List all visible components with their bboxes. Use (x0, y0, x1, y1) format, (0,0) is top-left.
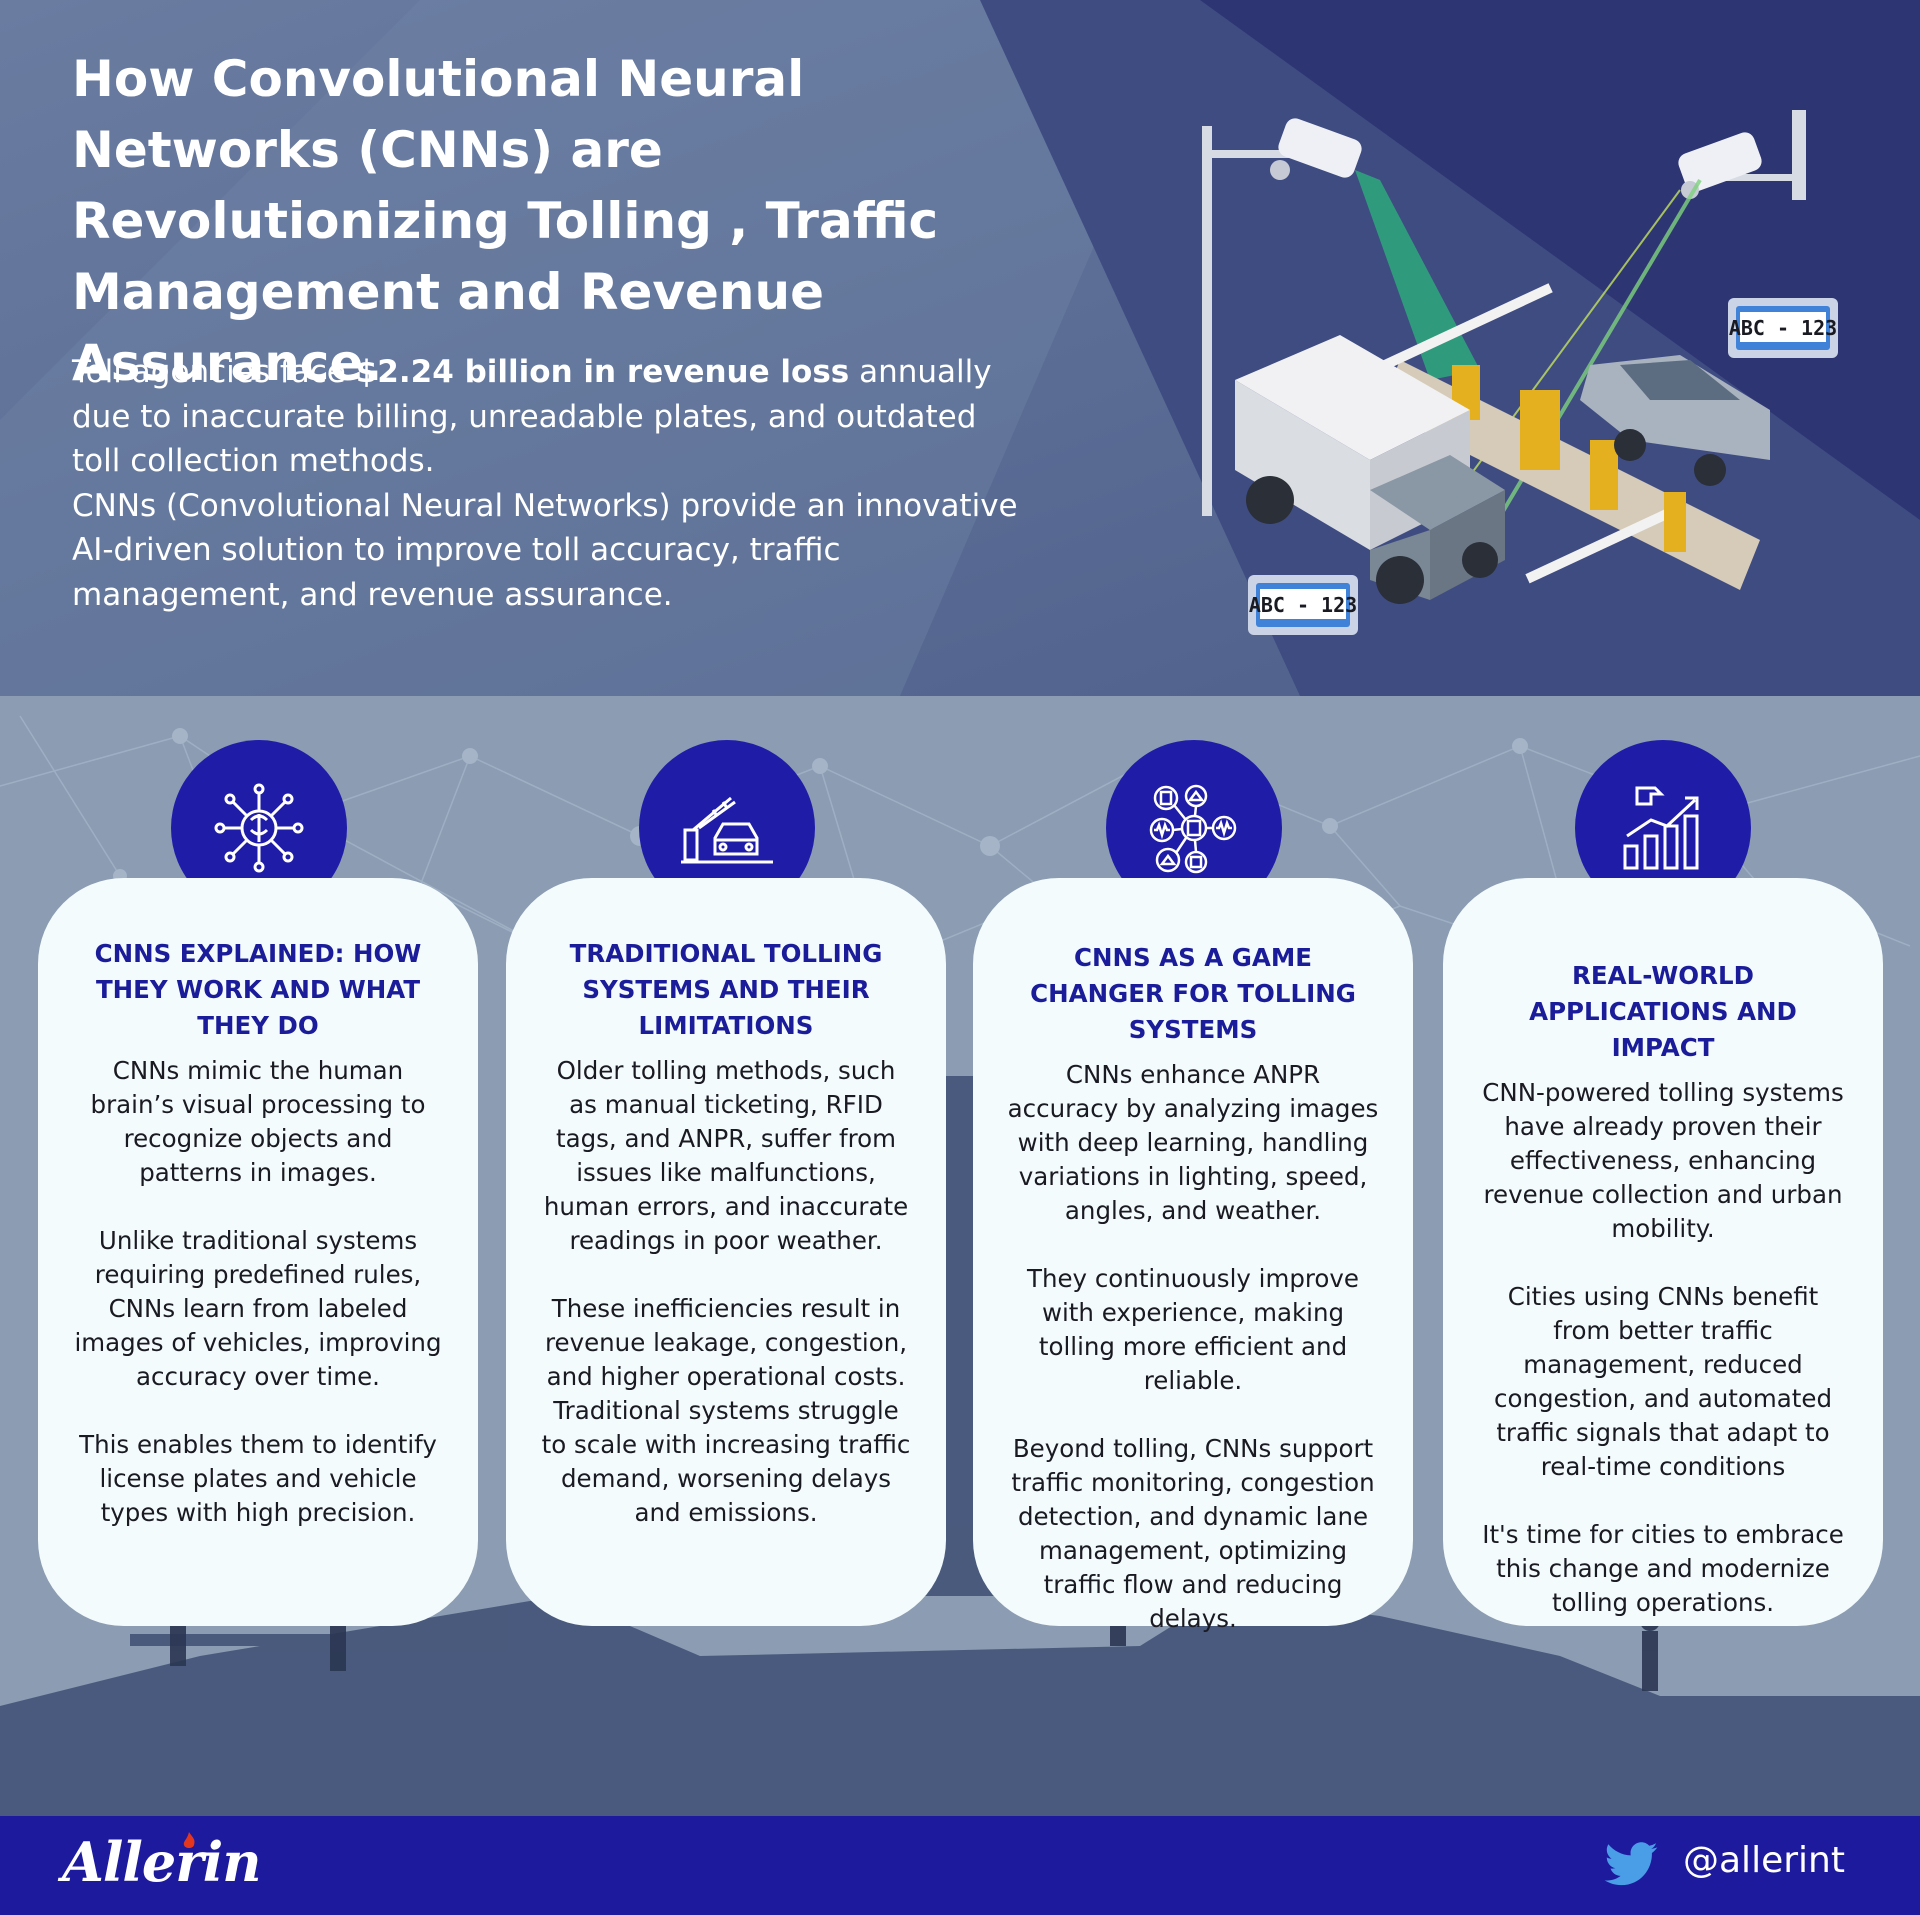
hero-section: How Convolutional Neural Networks (CNNs)… (0, 0, 1920, 696)
card-paragraph: Older tolling methods, such as manual ti… (543, 1056, 909, 1255)
scan-beam-left (1355, 170, 1480, 380)
camera-right-icon (1678, 132, 1762, 199)
toll-booth (1664, 492, 1686, 552)
card-paragraph: CNNs enhance ANPR accuracy by analyzing … (1007, 1060, 1379, 1225)
card-paragraph: Unlike traditional systems requiring pre… (74, 1226, 442, 1391)
flame-icon (183, 1832, 195, 1848)
card-title: CNNS EXPLAINED: HOW THEY WORK AND WHAT T… (94, 939, 422, 1040)
toll-booth (1520, 390, 1560, 470)
hero-intro: Toll agencies face $2.24 billion in reve… (72, 350, 1032, 617)
data-network-icon (1149, 784, 1237, 874)
license-plate-right-icon: ABC - 123 (1728, 298, 1838, 358)
card-body: CNNs enhance ANPR accuracy by analyzing … (1007, 1058, 1379, 1636)
camera-pole-left (1202, 126, 1212, 516)
card-game-changer: CNNS AS A GAME CHANGER FOR TOLLING SYSTE… (973, 878, 1413, 1633)
twitter-handle[interactable]: @allerint (1683, 1840, 1845, 1881)
intro-second-paragraph: CNNs (Convolutional Neural Networks) pro… (72, 487, 1018, 613)
card-body: Older tolling methods, such as manual ti… (540, 1054, 912, 1530)
card-paragraph: CNNs mimic the human brain’s visual proc… (90, 1056, 426, 1187)
plate-text: ABC - 123 (1729, 316, 1837, 340)
plate-text: ABC - 123 (1249, 593, 1357, 617)
footer: Allerin @allerint (0, 1816, 1920, 1915)
license-plate-left-icon: ABC - 123 (1248, 575, 1358, 635)
cards-section: CNNS EXPLAINED: HOW THEY WORK AND WHAT T… (0, 696, 1920, 1816)
card-paragraph: This enables them to identify license pl… (79, 1430, 437, 1527)
intro-suffix: annually due to inaccurate billing, unre… (72, 354, 992, 479)
growth-chart-icon (1623, 786, 1699, 870)
card-real-world: REAL-WORLD APPLICATIONS AND IMPACT CNN-p… (1443, 878, 1883, 1626)
twitter-icon[interactable] (1604, 1842, 1658, 1886)
intro-paragraph: Toll agencies face $2.24 billion in reve… (72, 350, 1032, 484)
card-title: TRADITIONAL TOLLING SYSTEMS AND THEIR LI… (569, 939, 883, 1040)
allerin-logo[interactable]: Allerin (62, 1830, 262, 1894)
toll-booth (1590, 440, 1618, 510)
card-cnns-explained: CNNS EXPLAINED: HOW THEY WORK AND WHAT T… (38, 878, 478, 1626)
card-paragraph: Beyond tolling, CNNs support traffic mon… (1011, 1434, 1375, 1633)
truck-icon (1235, 335, 1505, 604)
car-icon (1580, 355, 1770, 486)
brain-network-icon (214, 783, 304, 873)
card-body: CNNs mimic the human brain’s visual proc… (72, 1054, 444, 1530)
revenue-loss-highlight: $2.24 billion in revenue loss (355, 354, 850, 390)
camera-left-icon (1270, 118, 1362, 180)
camera-pole-right (1792, 110, 1806, 200)
toll-barrier-car-icon (681, 796, 773, 864)
toll-gate-illustration: ABC - 123 ABC - 123 (1202, 110, 1838, 635)
card-paragraph: It's time for cities to embrace this cha… (1482, 1520, 1844, 1617)
card-paragraph: These inefficiencies result in revenue l… (541, 1294, 911, 1527)
intro-prefix: Toll agencies face (72, 354, 356, 390)
card-paragraph: They continuously improve with experienc… (1026, 1264, 1359, 1395)
page-title: How Convolutional Neural Networks (CNNs)… (72, 50, 939, 392)
card-paragraph: Cities using CNNs benefit from better tr… (1493, 1282, 1832, 1481)
card-title: CNNS AS A GAME CHANGER FOR TOLLING SYSTE… (1030, 943, 1356, 1044)
card-paragraph: CNN-powered tolling systems have already… (1482, 1078, 1844, 1243)
card-body: CNN-powered tolling systems have already… (1477, 1076, 1849, 1620)
card-traditional-tolling: TRADITIONAL TOLLING SYSTEMS AND THEIR LI… (506, 878, 946, 1626)
card-title: REAL-WORLD APPLICATIONS AND IMPACT (1529, 961, 1797, 1062)
